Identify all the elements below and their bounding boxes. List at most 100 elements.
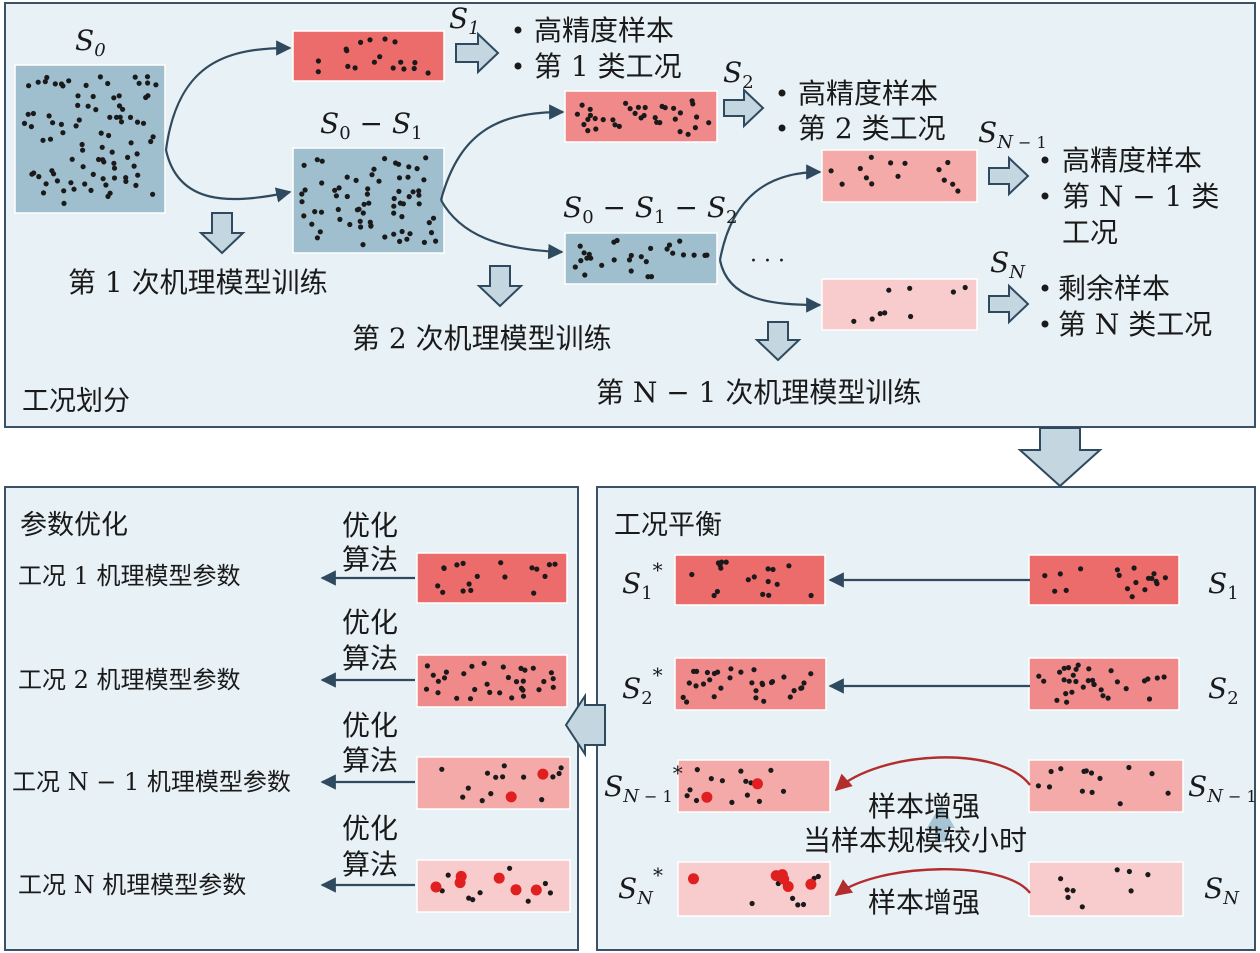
sample-dot <box>1058 766 1064 772</box>
sample-dot <box>364 191 370 197</box>
label-sn: SN <box>990 246 1026 283</box>
sample-dot <box>520 678 526 684</box>
sample-dot <box>390 65 396 71</box>
sample-dot <box>507 865 513 871</box>
sample-dot <box>468 587 474 594</box>
sample-dot <box>497 690 503 696</box>
bullets-sn1: 高精度样本 第 N − 1 类 工况 <box>1041 144 1219 249</box>
block-arrow-sn1 <box>988 155 1030 197</box>
sample-dot <box>761 698 767 704</box>
sample-dot <box>718 685 724 691</box>
sample-dot <box>521 774 527 780</box>
sample-dot <box>396 188 402 194</box>
sample-dot <box>759 680 765 686</box>
bullet-sn1-1: 高精度样本 <box>1062 144 1202 177</box>
panel-link-arrow <box>1017 427 1103 488</box>
sample-dot <box>1036 673 1042 679</box>
augment-note-arrow <box>927 804 955 842</box>
sample-dot <box>800 901 807 908</box>
sample-dot <box>376 178 382 184</box>
sample-dot <box>693 683 699 689</box>
sample-dot <box>113 114 120 120</box>
sample-dot <box>366 200 372 206</box>
sample-dot <box>82 181 88 187</box>
sample-dot <box>600 117 606 123</box>
sample-dot <box>66 78 72 84</box>
sample-dot <box>714 588 721 595</box>
sample-dot <box>47 136 54 142</box>
sample-dot <box>868 154 874 160</box>
sample-dot <box>73 123 79 129</box>
sample-dot <box>648 274 655 280</box>
sample-dot <box>347 221 353 228</box>
sample-dot <box>808 592 814 599</box>
sample-dot <box>465 785 471 791</box>
sample-dot <box>718 565 724 571</box>
sample-dot <box>581 121 587 128</box>
sample-dot <box>435 583 441 589</box>
sample-dot <box>648 245 654 251</box>
sample-dot <box>318 209 325 215</box>
sample-dot <box>80 147 86 153</box>
sample-dot <box>358 224 364 230</box>
sample-dot <box>116 93 122 99</box>
sample-dot <box>365 186 371 192</box>
sample-dot <box>529 565 535 571</box>
augmented-dot <box>805 878 817 890</box>
sample-dot <box>770 566 776 573</box>
sample-dot <box>430 215 437 221</box>
sample-dot <box>745 577 751 583</box>
sample-dot <box>1123 686 1129 692</box>
sample-dot <box>500 664 506 670</box>
augment-arrow-1 <box>834 756 1031 792</box>
sample-dot <box>552 561 558 567</box>
sample-dot <box>534 566 540 572</box>
sample-dot <box>550 676 556 682</box>
sample-dot <box>781 674 787 680</box>
sample-dot <box>477 890 483 896</box>
sample-dot <box>685 131 691 137</box>
sample-dot <box>690 101 696 107</box>
opt-label-bottom: 算法 <box>342 642 398 675</box>
sample-dot <box>443 669 449 675</box>
sample-dot <box>550 774 556 780</box>
sample-dot <box>599 262 605 268</box>
sample-dot <box>520 687 526 693</box>
sample-dot <box>1100 693 1106 699</box>
sample-dot <box>738 669 744 675</box>
sample-dot <box>93 107 99 113</box>
sample-dot <box>120 106 126 112</box>
augmented-dot <box>537 768 549 780</box>
sample-dot <box>46 113 52 119</box>
sample-dot <box>1061 677 1067 683</box>
sample-dot <box>21 120 28 126</box>
sample-dot <box>542 880 549 887</box>
sample-dot <box>1146 696 1153 702</box>
sample-dot <box>753 688 759 694</box>
sample-dot <box>416 201 422 207</box>
opt-label-top: 优化 <box>342 606 398 639</box>
sample-dot <box>500 774 506 780</box>
sample-dot <box>36 174 42 180</box>
sample-dot <box>58 81 65 87</box>
sample-dot <box>61 200 67 206</box>
bullet-s1-2: 第 1 类工况 <box>534 50 682 83</box>
sample-dot <box>148 138 154 145</box>
augment-note: 当样本规模较小时 <box>803 824 1027 857</box>
sample-dot <box>1126 868 1132 875</box>
sample-dot <box>1081 768 1087 775</box>
sample-dot <box>368 223 374 229</box>
sample-dot <box>361 201 367 207</box>
param-row-2: 工况 2 机理模型参数 <box>18 666 241 694</box>
sample-dot <box>116 103 123 109</box>
sample-dot <box>357 218 363 224</box>
sample-dot <box>546 562 553 568</box>
opt-label-bottom: 算法 <box>342 848 398 881</box>
sample-dot <box>677 129 683 135</box>
sample-dot <box>460 588 466 594</box>
sample-dot <box>539 797 545 803</box>
sample-dot <box>1098 687 1104 693</box>
sample-dot <box>80 164 86 170</box>
augmented-dot <box>493 872 505 884</box>
